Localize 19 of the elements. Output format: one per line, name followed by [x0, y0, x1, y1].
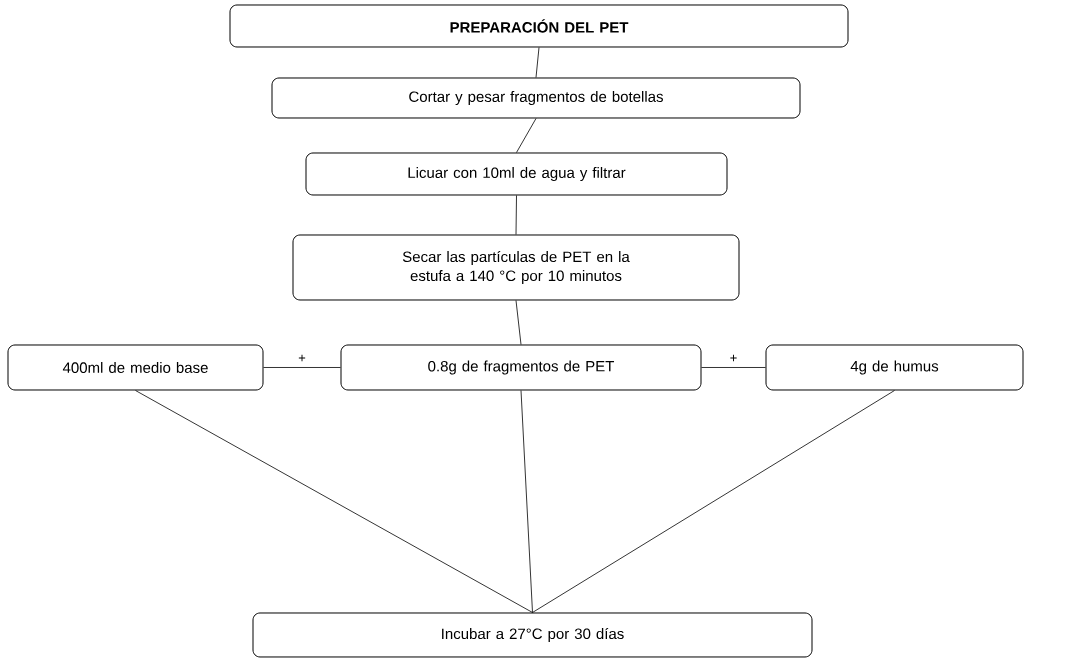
process-box: 400ml de medio base [7, 344, 264, 391]
connector-line [515, 300, 522, 345]
connector-line [516, 118, 537, 153]
connector-line [263, 367, 341, 368]
process-box: 0.8g de fragmentos de PET [340, 344, 702, 391]
edge-label: + [297, 353, 307, 364]
process-box: Cortar y pesar fragmentos de botellas [271, 77, 801, 119]
process-box: 4g de humus [765, 344, 1024, 391]
connector-line [701, 367, 766, 368]
connector-line [535, 47, 540, 78]
process-box: Licuar con 10ml de agua y filtrar [305, 152, 728, 196]
process-box: PREPARACIÓN DEL PET [229, 4, 849, 48]
process-box: Secar las partículas de PET en la estufa a 140 °C por 10 minutos [292, 234, 740, 301]
connector-line [515, 195, 517, 235]
process-box: Incubar a 27°C por 30 días [252, 612, 813, 658]
connector-line [135, 390, 533, 613]
connector-line [532, 390, 895, 613]
edge-label: + [728, 353, 739, 364]
connector-line [520, 390, 533, 613]
